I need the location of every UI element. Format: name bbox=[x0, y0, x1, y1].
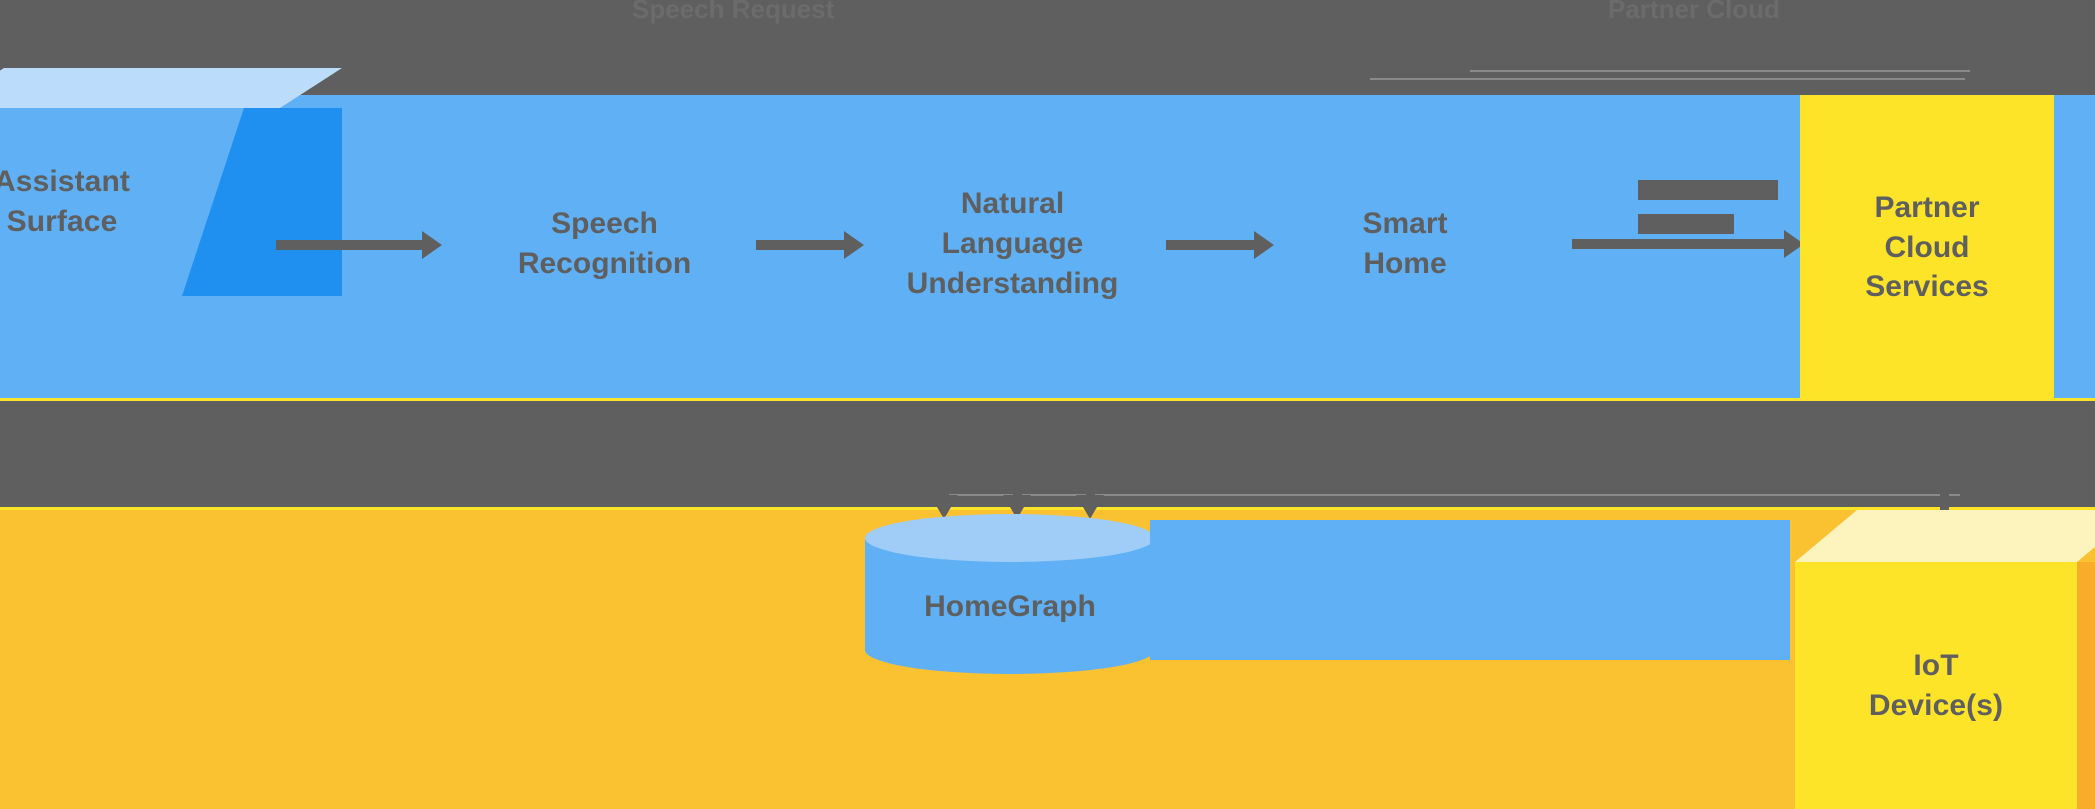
speech-recognition-line-1: Speech bbox=[551, 207, 658, 240]
nlu-line-1: Natural bbox=[960, 187, 1065, 220]
assistant-surface-side-face bbox=[182, 108, 342, 296]
arrow-speech-to-nlu bbox=[756, 231, 864, 259]
partner-cloud-line-3: Services bbox=[1865, 270, 1989, 304]
iot-devices-line-1: IoT bbox=[1913, 648, 1959, 682]
homegraph-label-wrap: HomeGraph bbox=[865, 514, 1155, 674]
iot-devices-top-face bbox=[1795, 510, 2095, 562]
arrow-to-homegraph-3 bbox=[1076, 455, 1104, 519]
header-left-text: Speech Request bbox=[632, 0, 835, 24]
assistant-surface-top-face bbox=[0, 68, 342, 108]
node-iot-devices[interactable]: IoT Device(s) bbox=[1795, 510, 2095, 809]
assistant-surface-front-face: Assistant Surface bbox=[0, 108, 182, 296]
homegraph-top-ellipse bbox=[865, 514, 1155, 562]
arrow-to-homegraph-1 bbox=[930, 455, 958, 519]
iot-devices-side-face bbox=[2077, 562, 2095, 809]
edge-label-redacted-2 bbox=[1638, 214, 1734, 234]
speech-recognition-line-2: Recognition bbox=[517, 246, 692, 280]
header-rule-3 bbox=[1370, 78, 1965, 80]
arrow-to-iot-devices bbox=[1930, 468, 1958, 536]
header-rule-2 bbox=[1470, 70, 1970, 72]
homegraph-link-bar bbox=[1150, 520, 1790, 660]
node-assistant-surface[interactable]: Assistant Surface bbox=[0, 68, 342, 296]
smart-home-line-1: Smart bbox=[1362, 207, 1448, 240]
partner-cloud-line-1: Partner bbox=[1874, 190, 1980, 224]
iot-devices-label: IoT Device(s) bbox=[1869, 646, 2003, 726]
assistant-surface-label: Assistant Surface bbox=[0, 165, 130, 238]
node-speech-recognition[interactable]: Speech Recognition bbox=[512, 204, 697, 284]
nlu-line-3: Understanding bbox=[906, 266, 1119, 300]
connector-rule-secondary bbox=[940, 494, 1960, 496]
nlu-line-2: Language bbox=[941, 226, 1084, 260]
cloud-band-bottom-rule bbox=[0, 398, 2095, 401]
arrow-nlu-to-smart-home bbox=[1166, 231, 1274, 259]
arrow-assistant-to-speech bbox=[276, 231, 442, 259]
homegraph-label: HomeGraph bbox=[924, 590, 1096, 623]
arrow-smart-home-to-partner-cloud bbox=[1572, 230, 1804, 258]
header-rule-1 bbox=[0, 28, 1940, 31]
node-natural-language-understanding[interactable]: Natural Language Understanding bbox=[900, 184, 1125, 304]
edge-label-redacted-1 bbox=[1638, 180, 1778, 200]
smart-home-line-2: Home bbox=[1363, 246, 1447, 280]
connector-rule-smart-home-to-iot bbox=[1085, 485, 1955, 488]
iot-devices-line-2: Device(s) bbox=[1868, 688, 2004, 722]
node-homegraph[interactable]: HomeGraph bbox=[865, 514, 1155, 674]
partner-cloud-line-2: Cloud bbox=[1884, 230, 1970, 264]
header-right-text: Partner Cloud bbox=[1608, 0, 1780, 24]
iot-devices-front-face: IoT Device(s) bbox=[1795, 562, 2077, 809]
arrow-to-homegraph-2 bbox=[1003, 455, 1031, 519]
node-partner-cloud-services[interactable]: Partner Cloud Services bbox=[1800, 95, 2054, 400]
partner-cloud-label: Partner Cloud Services bbox=[1865, 188, 1988, 308]
node-smart-home[interactable]: Smart Home bbox=[1330, 204, 1480, 284]
device-band-top-rule bbox=[0, 507, 2095, 510]
